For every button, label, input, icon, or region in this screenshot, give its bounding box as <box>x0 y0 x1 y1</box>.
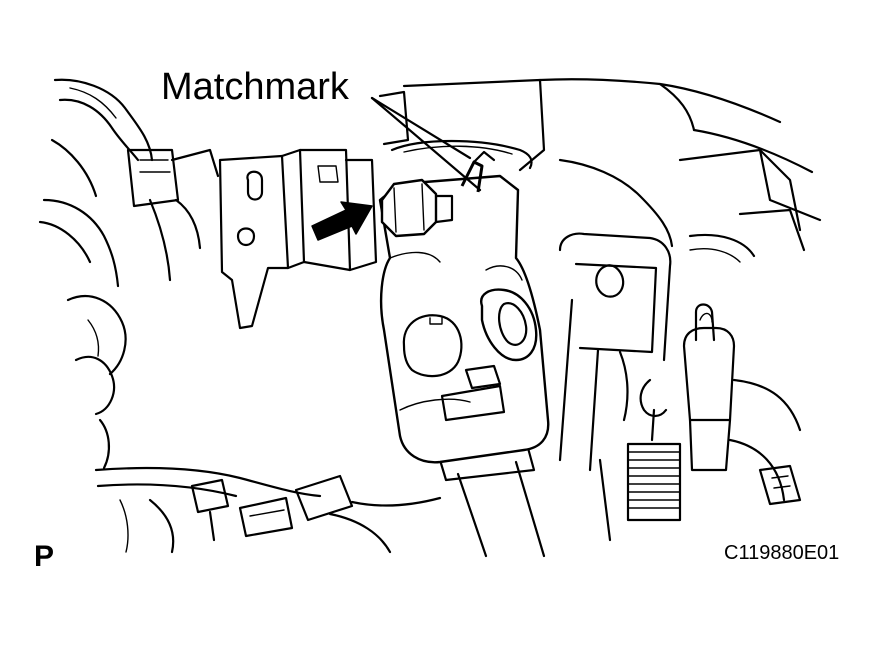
lower-wiring-harness <box>94 466 442 554</box>
intermediate-shaft <box>438 446 546 558</box>
left-wiring-harness <box>38 78 220 470</box>
return-spring <box>598 378 682 542</box>
matchmark-notch <box>460 150 496 193</box>
pinch-bolt <box>380 178 454 238</box>
mounting-bracket <box>218 148 378 330</box>
matchmark-label: Matchmark <box>161 66 349 108</box>
arrow-right-icon <box>311 201 373 241</box>
figure-code: C119880E01 <box>724 542 840 564</box>
column-housing <box>378 78 814 174</box>
matchmark-leader-lines <box>370 96 482 192</box>
sensor-connector <box>682 303 802 506</box>
view-letter: P <box>34 540 55 573</box>
universal-joint-yoke <box>378 174 550 464</box>
right-bracket <box>558 148 822 472</box>
